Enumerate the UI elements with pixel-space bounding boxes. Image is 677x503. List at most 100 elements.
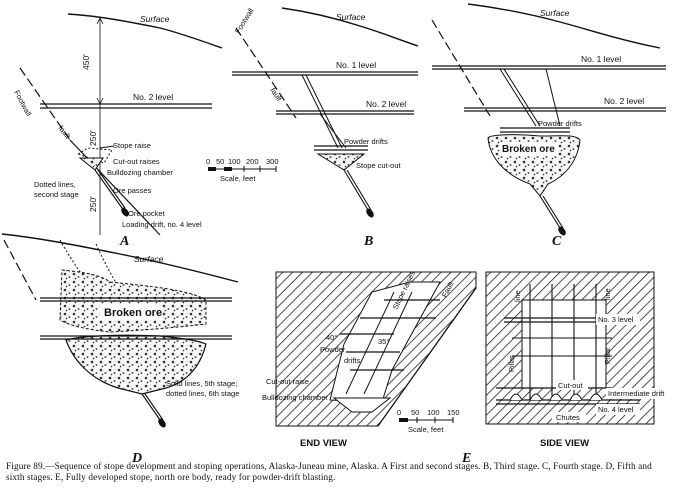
scale-tick: 100 — [427, 408, 440, 417]
chutes-label: Chutes — [556, 413, 580, 422]
angle-40-label: 40° — [326, 333, 337, 342]
bulldozing-chamber — [78, 157, 104, 171]
scale-tick: 0 — [206, 157, 210, 166]
panel-c: Surface No. 1 level No. 2 level Broken o… — [431, 3, 666, 249]
no1-level-label: No. 1 level — [336, 60, 376, 70]
footwall-line — [431, 19, 491, 117]
panel-e-letter: E — [461, 451, 471, 466]
ore-pass-line-2 — [144, 393, 164, 421]
surface-label: Surface — [336, 12, 366, 22]
fault-label: fault — [56, 124, 72, 141]
angle-35-label: 35° — [378, 337, 389, 346]
dim-450-label: 450' — [81, 54, 91, 70]
broken-ore-label: Broken ore — [104, 307, 162, 319]
raise-line-2 — [503, 68, 541, 127]
scale-bar: 0 50 100 150 Scale, feet — [397, 408, 460, 434]
fault-line — [377, 287, 477, 427]
loading-drift-label: Loading drift, no. 4 level — [122, 220, 202, 229]
scale-bar-block-2 — [224, 167, 232, 171]
no2-level-label: No. 2 level — [366, 99, 406, 109]
solid-lines-label: Solid lines, 5th stage; — [166, 379, 237, 388]
scale-tick: 300 — [266, 157, 279, 166]
second-stage-label: second stage — [34, 190, 79, 199]
raise-line — [301, 74, 339, 149]
scale-label: Scale, feet — [408, 425, 444, 434]
no3-level-label: No. 3 level — [598, 315, 634, 324]
figure-89-diagram: Surface Footwall 450' 250' 250' No. 2 le… — [1, 3, 674, 466]
panel-a-letter: A — [119, 234, 129, 249]
no4-label-bg — [596, 404, 640, 415]
pillar-label-1: Pillar — [507, 355, 516, 372]
scale-label: Scale, feet — [220, 174, 256, 183]
footwall-line — [235, 27, 297, 119]
scale-bar-block — [208, 167, 216, 171]
panel-e-end-view: Stope raises Fault 40° 35° Powder drifts… — [262, 269, 477, 449]
chutes-label-bg — [552, 412, 586, 422]
scale-bar: 0 50 100 200 300 Scale, feet — [206, 157, 279, 183]
broken-ore-lower — [65, 334, 207, 395]
stope-raise-line — [345, 291, 395, 395]
pillar-label-2: Pillar — [603, 347, 612, 364]
ore-pocket — [121, 207, 129, 217]
ore-pass-line — [343, 169, 369, 211]
panel-d-letter: D — [131, 451, 142, 466]
scale-tick: 100 — [228, 157, 241, 166]
sixth-stage-outline — [59, 239, 121, 291]
intermediate-label-bg — [606, 388, 674, 399]
ore-pass-line-2 — [97, 169, 126, 209]
stope-raise-line-2 — [363, 291, 413, 395]
scale-tick: 200 — [246, 157, 259, 166]
panel-b: Surface Footwall No. 1 level No. 2 level… — [206, 6, 419, 249]
cutout-label: Cut-out — [558, 381, 584, 390]
chutes — [509, 393, 603, 401]
ore-pass-line — [141, 393, 161, 421]
ore-pocket — [366, 208, 374, 218]
raise-line — [499, 68, 537, 127]
ore-pocket — [558, 226, 566, 236]
cutout-raise-label: Cut-out raise — [266, 377, 309, 386]
ore-pass-line-2 — [346, 169, 372, 211]
ore-pass-line-2 — [542, 195, 564, 229]
stope-cutout-label: Stope cut-out — [356, 161, 402, 170]
footwall-label: Footwall — [233, 6, 256, 35]
surface-line — [67, 13, 223, 49]
scale-tick: 0 — [397, 408, 401, 417]
ore-pass-line — [539, 195, 561, 229]
surface-line — [281, 7, 419, 47]
no3-label-bg — [596, 314, 640, 325]
side-view-label: SIDE VIEW — [540, 438, 589, 449]
fault-line — [69, 139, 161, 236]
raise-line-2 — [305, 74, 343, 149]
ore-pass-line — [94, 169, 123, 209]
no2-level-label: No. 2 level — [604, 96, 644, 106]
surface-line — [467, 3, 661, 49]
drifts-label: drifts — [344, 356, 361, 365]
panel-c-letter: C — [552, 234, 562, 249]
bulldozing-chamber-label: Bulldozing chamber — [107, 168, 173, 177]
end-view-stope — [329, 281, 441, 403]
footwall-label: Footwall — [12, 89, 33, 118]
dim-250a-label: 250' — [88, 130, 98, 146]
scale-tick: 150 — [447, 408, 460, 417]
surface-label: Surface — [140, 14, 170, 24]
ore-pocket-label: Ore pocket — [128, 209, 166, 218]
ore-passes-label: Ore passes — [113, 186, 152, 195]
dotted-lines-label: Dotted lines, — [34, 180, 76, 189]
ore-pocket — [158, 418, 166, 428]
surface-line — [1, 233, 239, 283]
stope-raise-label: Stope raise — [113, 141, 151, 150]
figure-caption: Figure 89.—Sequence of stope development… — [6, 462, 652, 483]
line-label-1: line — [513, 290, 522, 302]
no1-level-label: No. 1 level — [581, 54, 621, 64]
cutout-label-bg — [556, 380, 588, 390]
line-label-2: line — [603, 288, 612, 300]
surface-label: Surface — [540, 8, 570, 18]
scale-bar-block-3 — [399, 418, 408, 422]
end-view-label: END VIEW — [300, 438, 347, 449]
bulldozing-chamber-label: Bulldozing chamber — [262, 393, 328, 402]
stope-cutout — [316, 153, 366, 171]
broken-ore-label-bg — [100, 304, 162, 320]
footwall-line — [3, 239, 37, 301]
scale-tick: 50 — [411, 408, 419, 417]
broken-ore-label: Broken ore — [502, 144, 555, 155]
